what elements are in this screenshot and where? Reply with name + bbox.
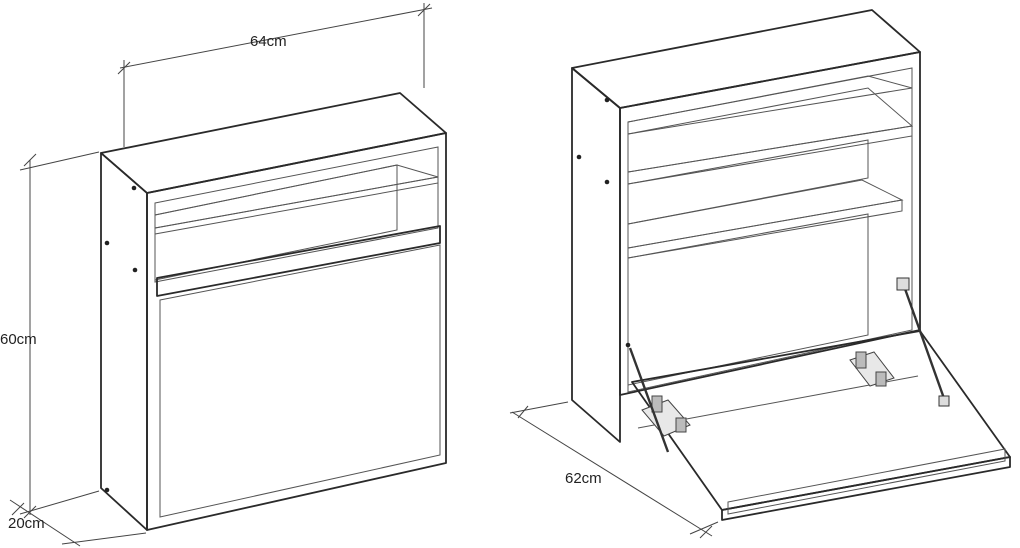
open-cabinet [571,9,1011,521]
shelf-1-edge [627,125,913,185]
closed-cabinet-door [159,244,441,518]
closed-cabinet-shelf-edge [154,176,439,235]
open-cabinet-back-wall [627,67,913,393]
width-dimension: 64cm [117,3,433,147]
closed-cabinet-shelf-opening [154,146,439,283]
open-cabinet-top-panel [571,9,921,109]
screw-hole [132,267,138,273]
width-label: 64cm [250,33,287,50]
lower-compartment [627,213,869,386]
screw-hole [104,487,110,493]
open-depth-label: 62cm [565,470,602,487]
closed-cabinet [100,92,447,531]
shelf-1 [627,87,914,173]
support-stay-left [628,347,670,453]
screw-hole [576,154,582,160]
open-depth-dimension: 62cm [509,401,719,539]
closed-cabinet-front-frame [146,132,447,531]
screw-hole [625,342,631,348]
shelf-2 [627,179,904,249]
stay-bracket [896,277,910,291]
depth-label: 20cm [8,515,45,532]
middle-compartment [627,139,869,225]
closed-cabinet-shelf [154,164,439,229]
screw-hole [104,240,110,246]
height-dimension: 60cm [0,151,100,519]
hinge-right [849,351,895,387]
height-label: 60cm [0,331,37,348]
hinge-left [641,395,691,437]
screw-hole [131,185,137,191]
upper-compartment [627,75,913,135]
support-stay-right [902,285,948,405]
screw-hole [604,97,610,103]
closed-cabinet-side-panel [100,152,148,531]
desk-flap-handle-bar [727,448,1006,515]
depth-dimension: 20cm [8,499,147,547]
stay-bracket [938,395,950,407]
screw-hole [604,179,610,185]
closed-cabinet-back-wall [154,164,398,281]
desk-flap-top [631,330,1011,511]
open-cabinet-side-panel [571,67,621,443]
desk-flap-front [721,456,1011,521]
shelf-2-edge [627,199,903,259]
closed-cabinet-handle-bar [156,225,441,297]
